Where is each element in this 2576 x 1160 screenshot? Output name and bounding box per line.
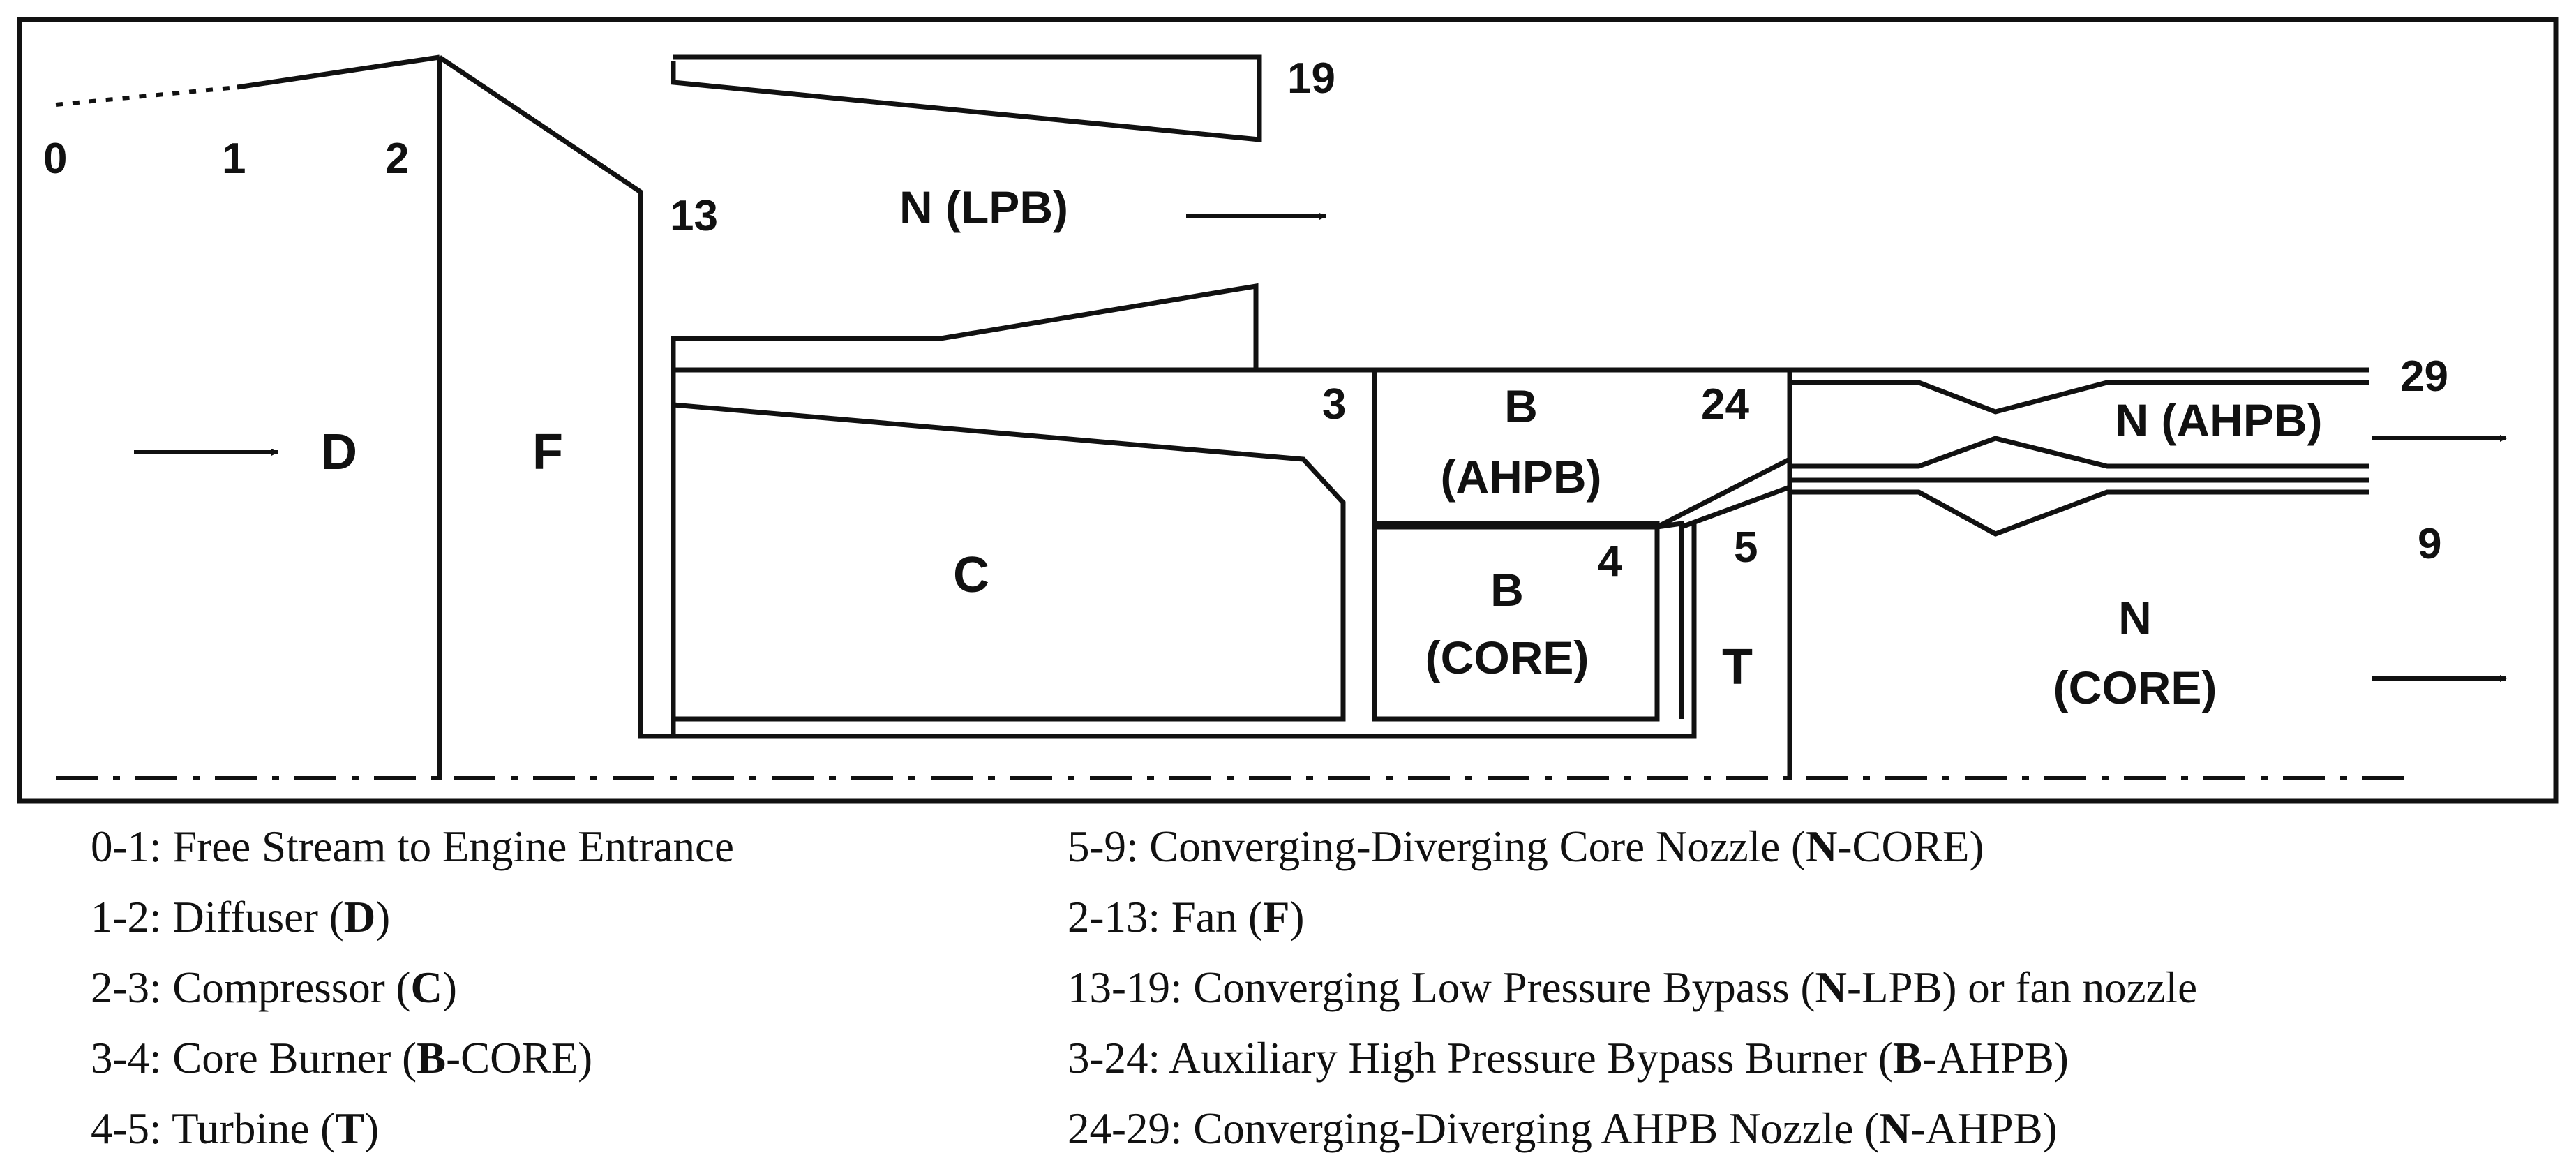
lpb-nozzle-label: N (LPB): [899, 181, 1068, 233]
station-29: 29: [2400, 352, 2448, 401]
legend-symbol: N: [1815, 963, 1848, 1012]
core-nozzle-label-bottom: (CORE): [2053, 662, 2217, 713]
legend-symbol: C: [410, 963, 442, 1012]
legend-item-24-29: 24-29: Converging-Diverging AHPB Nozzle …: [1068, 1104, 2058, 1153]
legend-range: 0-1: [91, 822, 149, 871]
legend-suffix: -CORE): [1837, 822, 1984, 871]
station-19: 19: [1287, 54, 1335, 103]
ahpb-duct-inner: [1680, 484, 1791, 530]
diffuser-label: D: [321, 424, 357, 480]
lpb-inner-wall: [671, 283, 1259, 370]
ahpb-burner-label-top: B: [1504, 380, 1538, 432]
legend-item-3-4: 3-4: Core Burner (B-CORE): [91, 1034, 593, 1083]
core-burner-label-top: B: [1490, 564, 1524, 616]
compressor-label: C: [953, 547, 989, 603]
legend-symbol: B: [417, 1034, 447, 1083]
legend-text: Converging Low Pressure Bypass (: [1193, 963, 1815, 1012]
legend-range: 3-24: [1068, 1034, 1148, 1083]
diagram-frame: [17, 17, 2559, 804]
station-1: 1: [222, 135, 246, 183]
legend-symbol: T: [335, 1104, 365, 1153]
legend-symbol: B: [1892, 1034, 1922, 1083]
legend-text: Turbine (: [172, 1104, 336, 1153]
legend-item-4-5: 4-5: Turbine (T): [91, 1104, 380, 1153]
turbine-inner: [1656, 520, 1684, 719]
legend-suffix: -AHPB): [1910, 1104, 2058, 1153]
legend-text: Free Stream to Engine Entrance: [172, 822, 734, 871]
freestream-line: [55, 85, 238, 107]
ahpb-nozzle-inner: [1790, 436, 2369, 469]
compressor-outline: [673, 402, 1346, 722]
legend-item-0-1: 0-1: Free Stream to Engine Entrance: [91, 822, 734, 871]
lpb-outer-cowl: [671, 54, 1262, 142]
station-9: 9: [2418, 520, 2441, 568]
legend-text: Core Burner (: [172, 1034, 417, 1083]
legend-text: Converging-Diverging AHPB Nozzle (: [1193, 1104, 1880, 1153]
legend-symbol: F: [1262, 893, 1290, 942]
legend-text: Compressor (: [172, 963, 411, 1012]
station-2: 2: [385, 135, 409, 183]
station-5: 5: [1734, 523, 1758, 572]
turbine-label: T: [1722, 639, 1753, 695]
legend-text: Auxiliary High Pressure Bypass Burner (: [1169, 1034, 1893, 1083]
legend-range: 24-29: [1068, 1104, 1170, 1153]
legend-suffix: ): [442, 963, 457, 1012]
core-nozzle-inner: [1790, 489, 2369, 537]
fan-label: F: [532, 424, 563, 480]
ahpb-nozzle-label: N (AHPB): [2116, 394, 2323, 446]
station-13: 13: [670, 192, 718, 240]
legend-range: 5-9: [1068, 822, 1126, 871]
legend-text: Converging-Diverging Core Nozzle (: [1149, 822, 1806, 871]
legend-suffix: ): [375, 893, 391, 942]
fan-splitter: [438, 55, 1697, 739]
ahpb-nozzle-outer2: [1790, 380, 2369, 415]
legend-range: 13-19: [1068, 963, 1170, 1012]
legend-item-13-19: 13-19: Converging Low Pressure Bypass (N…: [1068, 963, 2198, 1012]
legend-range: 3-4: [91, 1034, 149, 1083]
legend-suffix: ): [1289, 893, 1305, 942]
core-nozzle-label-top: N: [2118, 592, 2152, 644]
legend-suffix: -CORE): [446, 1034, 593, 1083]
legend-suffix: ): [364, 1104, 380, 1153]
ahpb-burner-box: [1372, 370, 1660, 722]
legend-range: 2-3: [91, 963, 149, 1012]
station-4: 4: [1598, 537, 1622, 586]
station-0: 0: [43, 135, 67, 183]
legend-item-3-24: 3-24: Auxiliary High Pressure Bypass Bur…: [1068, 1034, 2069, 1083]
legend-symbol: D: [343, 893, 376, 942]
legend-item-1-2: 1-2: Diffuser (D): [91, 893, 391, 942]
legend-symbol: N: [1879, 1104, 1911, 1153]
core-burner-label-bottom: (CORE): [1425, 632, 1589, 683]
legend-suffix: -AHPB): [1922, 1034, 2069, 1083]
legend-item-5-9: 5-9: Converging-Diverging Core Nozzle (N…: [1068, 822, 1984, 871]
legend-text: Diffuser (: [172, 893, 344, 942]
ahpb-burner-label-bottom: (AHPB): [1441, 451, 1602, 503]
station-24: 24: [1701, 380, 1749, 429]
legend-range: 1-2: [91, 893, 149, 942]
station-3: 3: [1322, 380, 1346, 429]
legend-text: Fan (: [1171, 893, 1263, 942]
legend-range: 2-13: [1068, 893, 1148, 942]
legend-item-2-13: 2-13: Fan (F): [1068, 893, 1305, 942]
legend-suffix: -LPB) or fan nozzle: [1847, 963, 2198, 1012]
legend-symbol: N: [1805, 822, 1838, 871]
diffuser-wall: [237, 54, 440, 90]
ahpb-duct: [1656, 456, 1791, 530]
legend-item-2-3: 2-3: Compressor (C): [91, 963, 457, 1012]
legend-range: 4-5: [91, 1104, 149, 1153]
